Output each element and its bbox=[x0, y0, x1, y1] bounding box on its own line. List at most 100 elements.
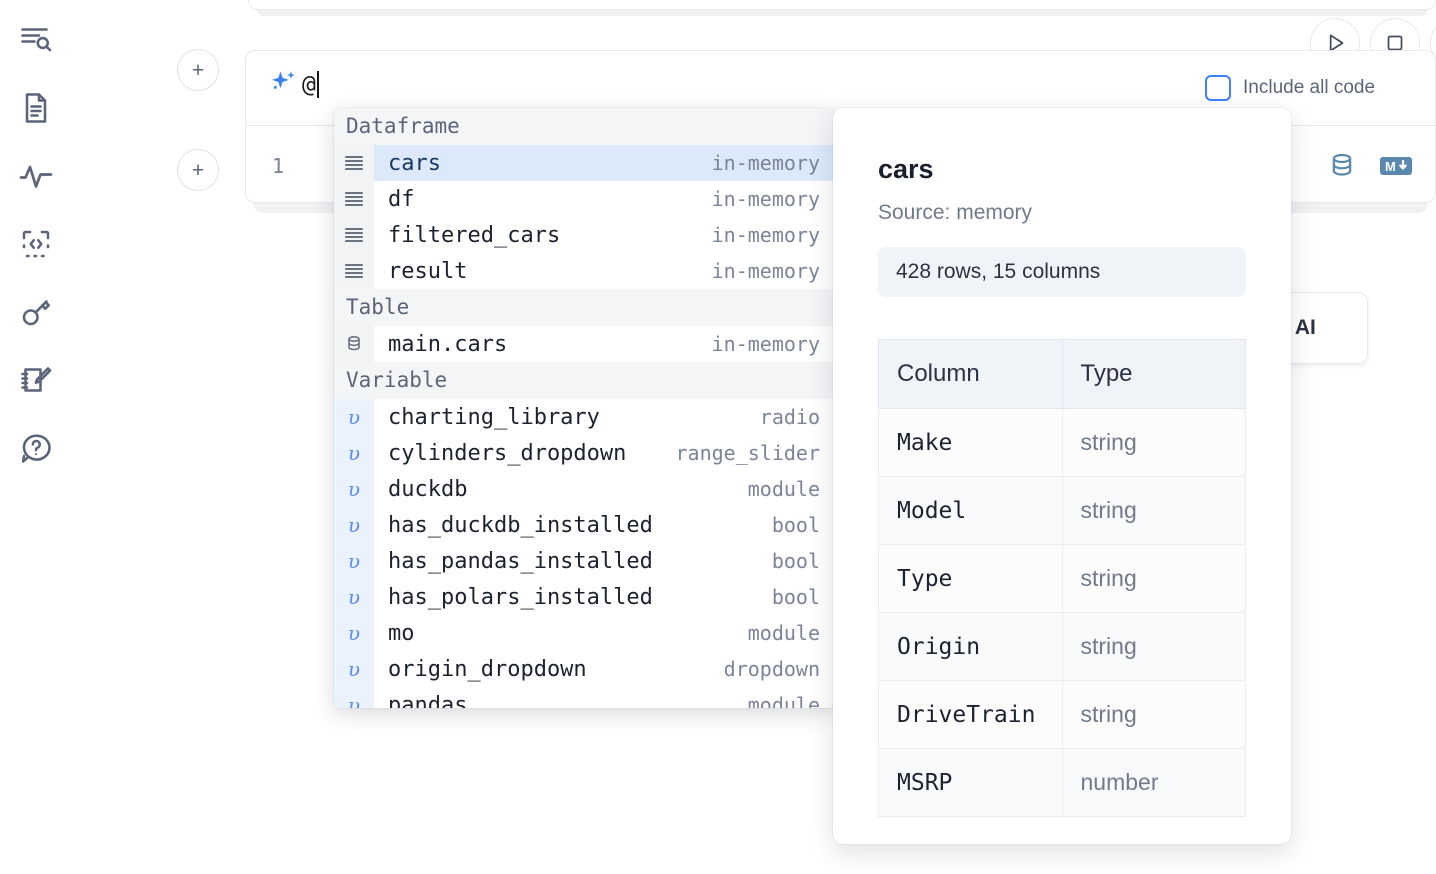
table-row: Typestring bbox=[879, 545, 1246, 613]
autocomplete-item-origin-dropdown[interactable]: υorigin_dropdowndropdown bbox=[334, 651, 834, 687]
autocomplete-item-kind: in-memory bbox=[712, 151, 834, 175]
table-row: DriveTrainstring bbox=[879, 681, 1246, 749]
autocomplete-list[interactable]: Dataframecarsin-memorydfin-memoryfiltere… bbox=[334, 108, 834, 708]
autocomplete-item-duckdb[interactable]: υduckdbmodule bbox=[334, 471, 834, 507]
table-database-icon bbox=[334, 326, 374, 362]
autocomplete-item-name: charting_library bbox=[374, 405, 760, 430]
autocomplete-item-name: origin_dropdown bbox=[374, 657, 724, 682]
table-row: Modelstring bbox=[879, 477, 1246, 545]
autocomplete-item-pandas[interactable]: υpandasmodule bbox=[334, 687, 834, 708]
autocomplete-item-name: df bbox=[374, 187, 712, 212]
column-type-cell: string bbox=[1062, 613, 1246, 681]
autocomplete-item-has-polars-installed[interactable]: υhas_polars_installedbool bbox=[334, 579, 834, 615]
markdown-download-icon[interactable]: M bbox=[1379, 154, 1413, 178]
add-cell-button-bottom[interactable]: + bbox=[177, 149, 219, 191]
autocomplete-item-name: cars bbox=[374, 151, 712, 176]
dataframe-icon bbox=[334, 253, 374, 289]
autocomplete-item-filtered-cars[interactable]: filtered_carsin-memory bbox=[334, 217, 834, 253]
ai-prompt-input[interactable]: @ bbox=[300, 65, 1173, 105]
autocomplete-item-name: main.cars bbox=[374, 332, 712, 357]
autocomplete-item-mo[interactable]: υmomodule bbox=[334, 615, 834, 651]
variable-icon: υ bbox=[334, 687, 374, 708]
autocomplete-popup[interactable]: Dataframecarsin-memorydfin-memoryfiltere… bbox=[334, 108, 834, 708]
autocomplete-item-name: has_pandas_installed bbox=[374, 549, 772, 574]
previous-cell-stub bbox=[248, 0, 1436, 10]
column-type-cell: string bbox=[1062, 681, 1246, 749]
autocomplete-item-kind: module bbox=[748, 477, 834, 501]
autocomplete-item-kind: radio bbox=[760, 405, 834, 429]
variable-icon: υ bbox=[334, 399, 374, 435]
variable-icon: υ bbox=[334, 543, 374, 579]
activity-icon[interactable] bbox=[14, 154, 58, 198]
dataframe-icon bbox=[334, 181, 374, 217]
variable-icon: υ bbox=[334, 471, 374, 507]
autocomplete-item-kind: bool bbox=[772, 585, 834, 609]
column-name-cell: Origin bbox=[879, 613, 1063, 681]
detail-schema-table: ColumnType MakestringModelstringTypestri… bbox=[878, 339, 1246, 817]
database-icon[interactable] bbox=[1327, 151, 1357, 181]
variable-icon: υ bbox=[334, 507, 374, 543]
autocomplete-item-charting-library[interactable]: υcharting_libraryradio bbox=[334, 399, 834, 435]
autocomplete-item-kind: in-memory bbox=[712, 223, 834, 247]
left-sidebar bbox=[0, 0, 72, 874]
code-snippet-icon[interactable] bbox=[14, 222, 58, 266]
autocomplete-item-kind: in-memory bbox=[712, 187, 834, 211]
table-header-column: Column bbox=[879, 340, 1063, 409]
outline-search-icon[interactable] bbox=[14, 18, 58, 62]
autocomplete-item-name: has_polars_installed bbox=[374, 585, 772, 610]
document-icon[interactable] bbox=[14, 86, 58, 130]
autocomplete-item-kind: module bbox=[748, 621, 834, 645]
text-caret bbox=[317, 71, 319, 98]
autocomplete-item-cars[interactable]: carsin-memory bbox=[334, 145, 834, 181]
autocomplete-group-header: Dataframe bbox=[334, 108, 834, 145]
key-icon[interactable] bbox=[14, 290, 58, 334]
variable-detail-panel: cars Source: memory 428 rows, 15 columns… bbox=[833, 108, 1291, 844]
include-all-code-checkbox[interactable] bbox=[1205, 75, 1231, 101]
autocomplete-item-kind: in-memory bbox=[712, 259, 834, 283]
scratchpad-edit-icon[interactable] bbox=[14, 358, 58, 402]
autocomplete-item-has-pandas-installed[interactable]: υhas_pandas_installedbool bbox=[334, 543, 834, 579]
autocomplete-item-kind: dropdown bbox=[724, 657, 834, 681]
autocomplete-item-kind: bool bbox=[772, 513, 834, 537]
variable-icon: υ bbox=[334, 651, 374, 687]
table-row: Makestring bbox=[879, 409, 1246, 477]
autocomplete-item-kind: range_slider bbox=[676, 441, 835, 465]
help-chat-icon[interactable] bbox=[14, 426, 58, 470]
table-header-row: ColumnType bbox=[879, 340, 1246, 409]
column-name-cell: Model bbox=[879, 477, 1063, 545]
detail-title: cars bbox=[878, 154, 1246, 185]
table-row: Originstring bbox=[879, 613, 1246, 681]
autocomplete-item-name: has_duckdb_installed bbox=[374, 513, 772, 538]
sparkle-icon bbox=[266, 67, 300, 101]
cell-output-icons: M bbox=[1327, 151, 1413, 181]
variable-icon: υ bbox=[334, 615, 374, 651]
autocomplete-item-kind: in-memory bbox=[712, 332, 834, 356]
autocomplete-item-cylinders-dropdown[interactable]: υcylinders_dropdownrange_slider bbox=[334, 435, 834, 471]
autocomplete-item-name: duckdb bbox=[374, 477, 748, 502]
autocomplete-item-name: cylinders_dropdown bbox=[374, 441, 676, 466]
table-header-type: Type bbox=[1062, 340, 1246, 409]
column-type-cell: string bbox=[1062, 477, 1246, 545]
variable-icon: υ bbox=[334, 579, 374, 615]
autocomplete-item-name: result bbox=[374, 259, 712, 284]
autocomplete-item-name: pandas bbox=[374, 693, 748, 709]
add-cell-button-top[interactable]: + bbox=[177, 49, 219, 91]
detail-source: Source: memory bbox=[878, 201, 1246, 225]
detail-summary: 428 rows, 15 columns bbox=[878, 247, 1246, 297]
autocomplete-item-kind: bool bbox=[772, 549, 834, 573]
dataframe-icon bbox=[334, 217, 374, 253]
column-name-cell: DriveTrain bbox=[879, 681, 1063, 749]
autocomplete-item-df[interactable]: dfin-memory bbox=[334, 181, 834, 217]
autocomplete-item-has-duckdb-installed[interactable]: υhas_duckdb_installedbool bbox=[334, 507, 834, 543]
column-name-cell: Make bbox=[879, 409, 1063, 477]
autocomplete-group-header: Table bbox=[334, 289, 834, 326]
column-type-cell: number bbox=[1062, 749, 1246, 817]
column-name-cell: MSRP bbox=[879, 749, 1063, 817]
table-row: MSRPnumber bbox=[879, 749, 1246, 817]
ai-prompt-value: @ bbox=[300, 72, 316, 98]
autocomplete-item-result[interactable]: resultin-memory bbox=[334, 253, 834, 289]
variable-icon: υ bbox=[334, 435, 374, 471]
autocomplete-item-name: filtered_cars bbox=[374, 223, 712, 248]
autocomplete-item-name: mo bbox=[374, 621, 748, 646]
autocomplete-item-main-cars[interactable]: main.carsin-memory bbox=[334, 326, 834, 362]
